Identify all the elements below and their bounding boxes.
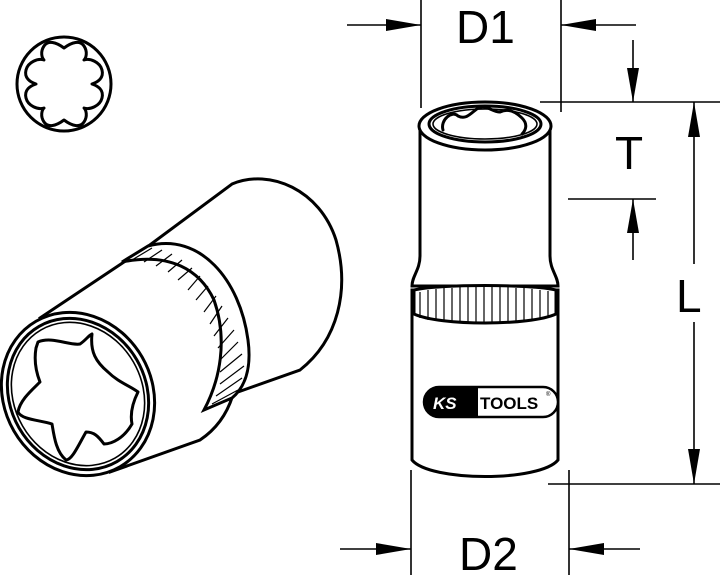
dimension-label-d2: D2 xyxy=(459,528,518,575)
dimension-label-d1: D1 xyxy=(456,1,515,53)
dimension-label-l: L xyxy=(676,270,702,322)
front-elevation-socket: KS TOOLS ® xyxy=(410,100,560,478)
dimension-d1: D1 xyxy=(347,0,636,112)
knurl-lines xyxy=(131,247,245,405)
dimension-t: T xyxy=(540,40,720,260)
logo-ks-text: KS xyxy=(433,394,457,413)
isometric-socket xyxy=(0,177,344,478)
dimension-label-t: T xyxy=(615,127,643,179)
torx-profile-icon xyxy=(15,35,113,133)
knurl-lines-front xyxy=(419,287,549,324)
dimension-d2: D2 xyxy=(340,470,640,575)
ks-tools-logo: KS TOOLS ® xyxy=(422,385,560,419)
logo-tools-text: TOOLS xyxy=(480,394,538,413)
logo-registered-mark: ® xyxy=(546,391,551,398)
dimension-l: L xyxy=(548,102,720,485)
